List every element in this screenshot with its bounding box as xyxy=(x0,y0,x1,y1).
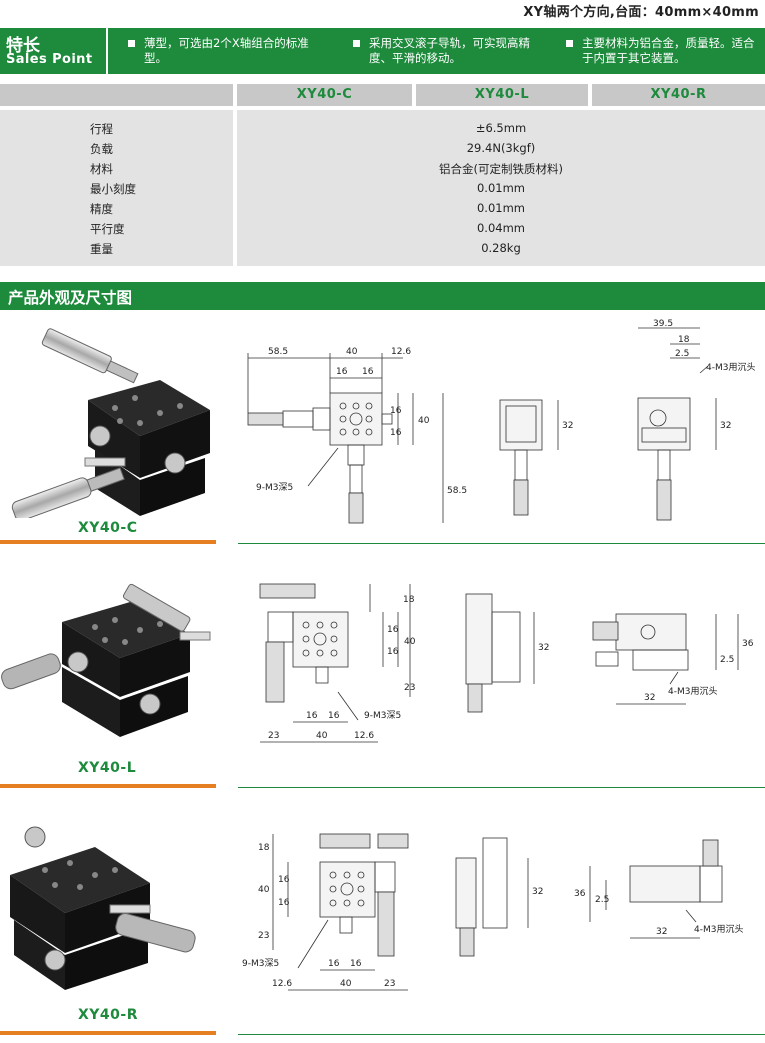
svg-text:16: 16 xyxy=(306,711,318,721)
spec-value: 29.4N(3kgf) xyxy=(466,141,536,155)
svg-text:12.6: 12.6 xyxy=(272,979,292,989)
svg-text:40: 40 xyxy=(404,637,416,647)
spec-label: 最小刻度 xyxy=(90,182,136,196)
svg-text:12.6: 12.6 xyxy=(391,347,411,357)
svg-text:32: 32 xyxy=(532,887,543,897)
product-xy40-l: XY40-L 18 1 xyxy=(0,572,765,792)
svg-text:2.5: 2.5 xyxy=(720,655,734,665)
dimension-drawing: 18 16 16 40 23 16 16 23 40 12.6 9-M3深5 3… xyxy=(259,583,754,743)
spec-value: 0.28kg xyxy=(481,241,521,255)
bullet-icon xyxy=(566,40,573,47)
spec-label: 行程 xyxy=(90,122,113,136)
svg-text:16: 16 xyxy=(278,875,290,885)
svg-text:58.5: 58.5 xyxy=(447,486,467,496)
column-header: XY40-L xyxy=(416,84,588,106)
svg-text:2.5: 2.5 xyxy=(595,895,609,905)
spec-table-header: XY40-C XY40-L XY40-R xyxy=(0,84,765,106)
svg-text:9-M3深5: 9-M3深5 xyxy=(242,958,279,969)
svg-text:23: 23 xyxy=(268,731,279,741)
svg-text:4-M3用沉头: 4-M3用沉头 xyxy=(706,362,755,373)
column-header: XY40-R xyxy=(592,84,765,106)
product-photo xyxy=(1,583,211,737)
features-label-en: Sales Point xyxy=(6,52,93,67)
svg-text:58.5: 58.5 xyxy=(268,347,288,357)
section-bar: 产品外观及尺寸图 xyxy=(0,282,765,310)
svg-text:32: 32 xyxy=(720,421,731,431)
product-photo xyxy=(11,328,210,518)
svg-text:40: 40 xyxy=(418,416,430,426)
model-label: XY40-L xyxy=(78,760,137,776)
features-label-zh: 特长 xyxy=(6,36,40,56)
svg-text:32: 32 xyxy=(562,421,573,431)
divider xyxy=(0,540,216,544)
svg-text:23: 23 xyxy=(384,979,395,989)
svg-text:12.6: 12.6 xyxy=(354,731,374,741)
svg-text:36: 36 xyxy=(574,889,586,899)
svg-text:4-M3用沉头: 4-M3用沉头 xyxy=(668,686,717,697)
spec-value: 0.01mm xyxy=(476,201,525,215)
svg-text:16: 16 xyxy=(350,959,362,969)
svg-text:16: 16 xyxy=(362,367,374,377)
model-label: XY40-C xyxy=(78,520,138,536)
svg-text:16: 16 xyxy=(387,625,399,635)
svg-text:16: 16 xyxy=(387,647,399,657)
svg-text:16: 16 xyxy=(336,367,348,377)
svg-text:18: 18 xyxy=(403,595,415,605)
spec-value: ±6.5mm xyxy=(475,121,527,135)
svg-text:4-M3用沉头: 4-M3用沉头 xyxy=(694,924,743,935)
dimension-drawing: 58.5 40 12.6 16 16 16 16 40 58.5 9-M3深5 … xyxy=(247,319,755,524)
spec-label: 重量 xyxy=(90,242,113,256)
svg-text:23: 23 xyxy=(404,683,415,693)
svg-text:16: 16 xyxy=(278,898,290,908)
svg-text:32: 32 xyxy=(656,927,667,937)
product-xy40-c: XY40-C xyxy=(0,318,765,548)
svg-text:9-M3深5: 9-M3深5 xyxy=(256,482,293,493)
svg-text:32: 32 xyxy=(644,693,655,703)
spec-value: 0.04mm xyxy=(476,221,525,235)
svg-text:9-M3深5: 9-M3深5 xyxy=(364,710,401,721)
svg-text:23: 23 xyxy=(258,931,269,941)
svg-text:16: 16 xyxy=(328,711,340,721)
divider xyxy=(238,543,765,544)
svg-text:2.5: 2.5 xyxy=(675,349,689,359)
product-photo xyxy=(10,826,196,990)
svg-text:40: 40 xyxy=(346,347,358,357)
svg-text:36: 36 xyxy=(742,639,754,649)
spec-value: 铝合金(可定制铁质材料) xyxy=(439,162,563,176)
spec-label: 精度 xyxy=(90,202,113,216)
divider xyxy=(0,1031,216,1035)
svg-text:18: 18 xyxy=(258,843,270,853)
svg-text:32: 32 xyxy=(538,643,549,653)
spec-label: 平行度 xyxy=(90,222,125,236)
model-label: XY40-R xyxy=(78,1007,139,1023)
spec-table-body: 行程 ±6.5mm 负载 29.4N(3kgf) 材料 铝合金(可定制铁质材料)… xyxy=(0,110,765,266)
bullet-icon xyxy=(353,40,360,47)
svg-text:40: 40 xyxy=(258,885,270,895)
spec-label: 材料 xyxy=(90,162,113,176)
svg-text:16: 16 xyxy=(390,428,402,438)
svg-text:39.5: 39.5 xyxy=(653,319,673,329)
bullet-icon xyxy=(128,40,135,47)
svg-text:40: 40 xyxy=(316,731,328,741)
svg-text:40: 40 xyxy=(340,979,352,989)
product-xy40-r: XY40-R 18 40 1 xyxy=(0,810,765,1043)
divider xyxy=(238,787,765,788)
svg-text:16: 16 xyxy=(328,959,340,969)
divider xyxy=(0,784,216,788)
svg-text:16: 16 xyxy=(390,406,402,416)
spec-value: 0.01mm xyxy=(476,181,525,195)
features-bar: 特长 Sales Point 薄型，可选由2个X轴组合的标准型。 采用交叉滚子导… xyxy=(0,28,765,74)
spec-label: 负载 xyxy=(90,142,113,156)
page-title: XY轴两个方向,台面：40mm×40mm xyxy=(523,5,759,20)
column-header: XY40-C xyxy=(237,84,412,106)
section-title: 产品外观及尺寸图 xyxy=(8,289,133,307)
features-label: 特长 Sales Point xyxy=(0,28,108,74)
dimension-drawing: 18 40 16 16 23 16 16 12.6 40 23 9-M3深5 3… xyxy=(242,833,743,991)
svg-text:18: 18 xyxy=(678,335,690,345)
divider xyxy=(238,1034,765,1035)
